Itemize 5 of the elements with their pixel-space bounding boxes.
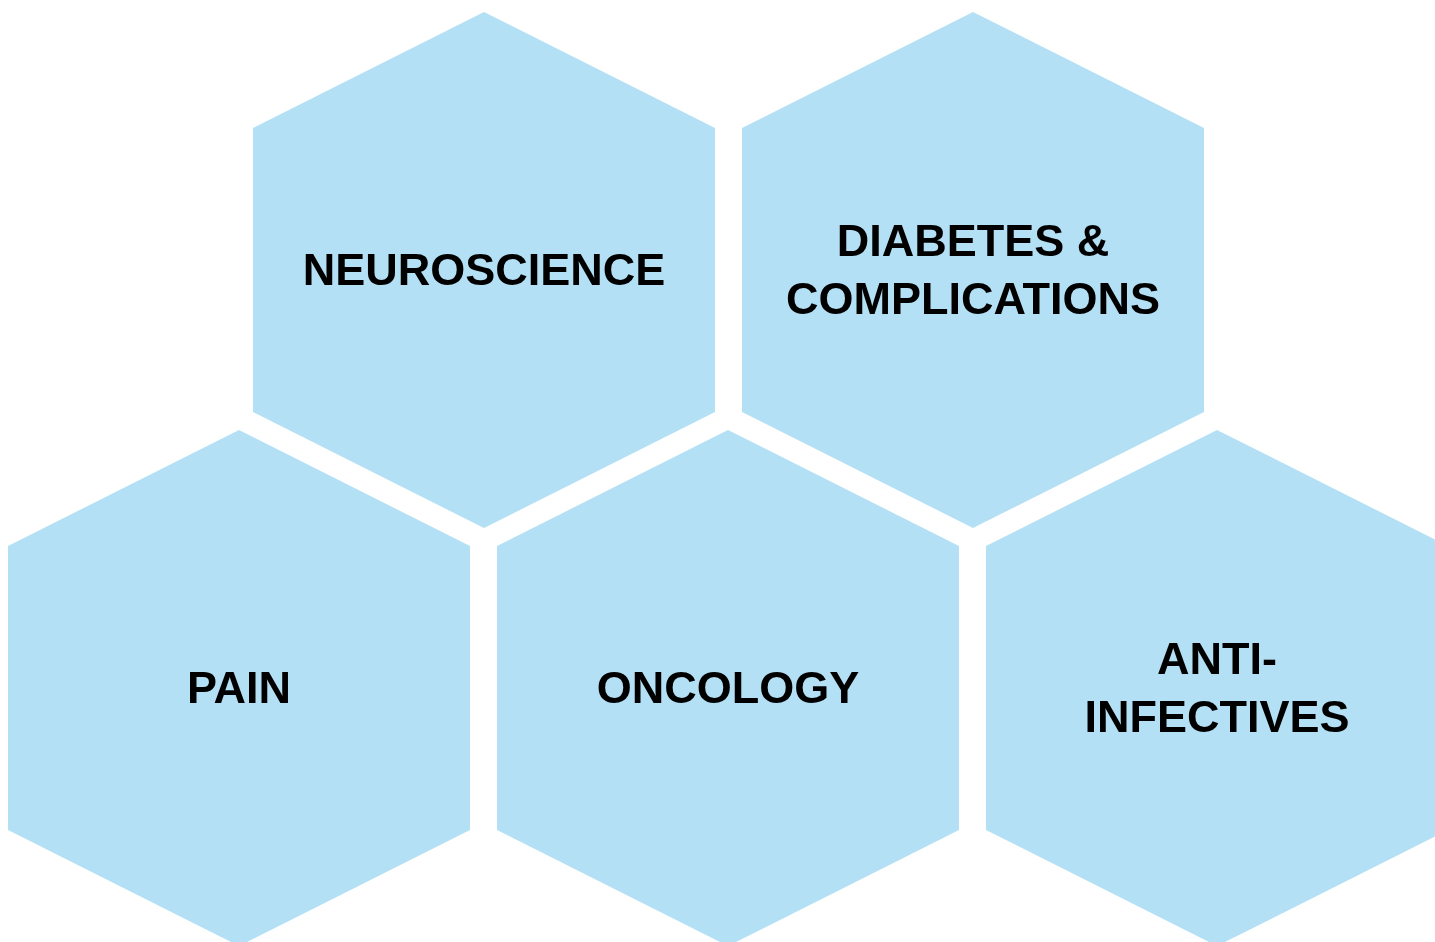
- category-label: ANTI-INFECTIVES: [1083, 632, 1351, 744]
- category-label: ONCOLOGY: [596, 661, 860, 715]
- category-label: DIABETES & COMPLICATIONS: [784, 214, 1162, 326]
- category-label: PAIN: [186, 661, 292, 715]
- category-label: NEUROSCIENCE: [302, 243, 666, 297]
